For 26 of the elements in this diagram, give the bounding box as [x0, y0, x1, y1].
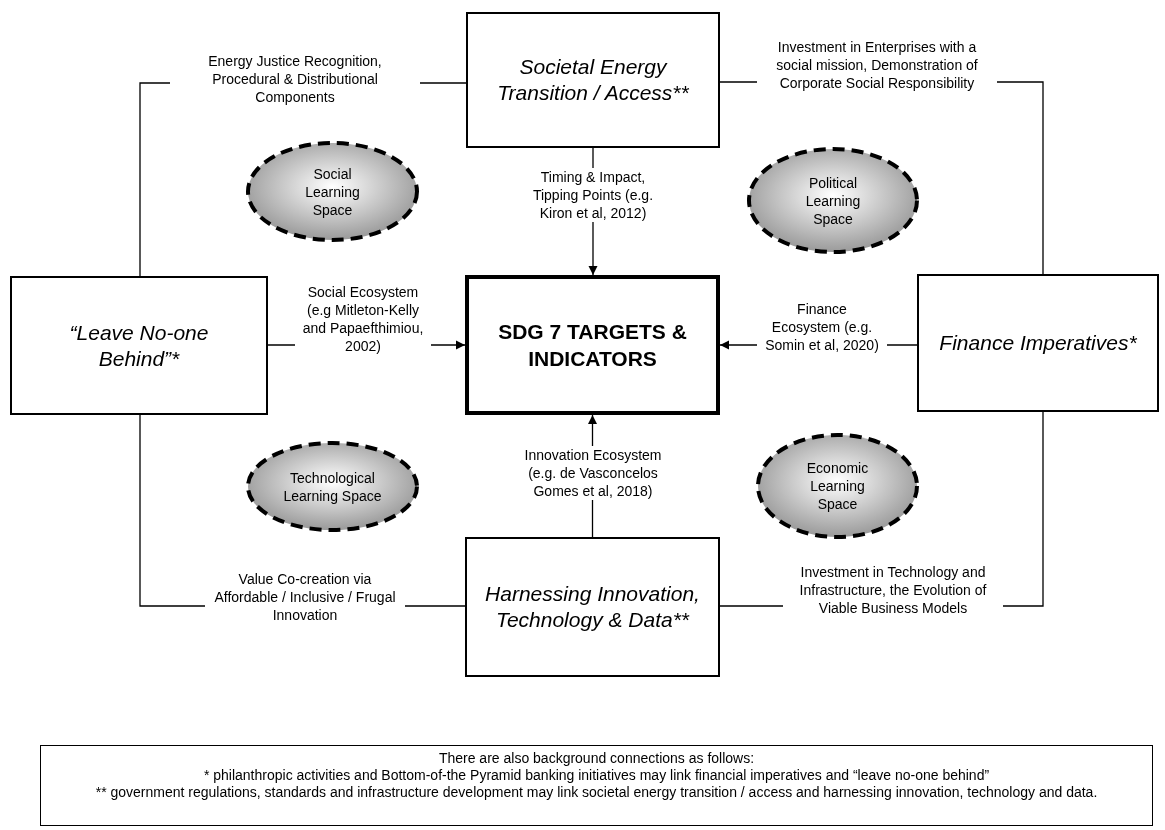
note-text: There are also background connections as follows:	[438, 750, 755, 767]
node-label: “Leave No-one Behind”*	[68, 319, 210, 372]
node-label: SDG 7 TARGETS & INDICATORS	[497, 319, 688, 372]
learning-space-ellipse	[755, 432, 920, 540]
note-box	[40, 745, 1153, 826]
learning-space-ellipse	[245, 440, 420, 533]
node-label: Economic Learning Space	[805, 459, 870, 513]
note-text: * philanthropic activities and Bottom-of-the Pyramid banking initiatives may link financial imperatives and “leave no-one behind”	[203, 767, 990, 784]
edge-label: Finance Ecosystem (e.g. Somin et al, 2020)	[757, 300, 887, 354]
edge-label: Social Ecosystem (e.g Mitleton-Kelly and Papaefthimiou, 2002)	[295, 283, 431, 355]
edge-label: Investment in Enterprises with a social mission, Demonstration of Corporate Social Responsibility	[757, 38, 997, 92]
learning-space-ellipse	[245, 140, 420, 243]
node-label: Finance Imperatives*	[939, 330, 1137, 356]
topic-box	[917, 274, 1159, 412]
node-label: Societal Energy Transition / Access**	[496, 54, 690, 106]
node-label: Harnessing Innovation, Technology & Data**	[485, 581, 700, 633]
edge-label: Energy Justice Recognition, Procedural & Distributional Components	[170, 52, 420, 106]
node-label: Technological Learning Space	[282, 468, 383, 505]
goal-box	[465, 275, 720, 415]
learning-space-ellipse	[746, 146, 920, 255]
node-label: Social Learning Space	[304, 164, 361, 219]
topic-box	[466, 12, 720, 148]
topic-box	[465, 537, 720, 677]
note-text: ** government regulations, standards and infrastructure development may link societal energy transition / access and harnessing innovation, technology and data.	[95, 784, 1098, 801]
node-label: Political Learning Space	[804, 173, 862, 228]
topic-box	[10, 276, 268, 415]
